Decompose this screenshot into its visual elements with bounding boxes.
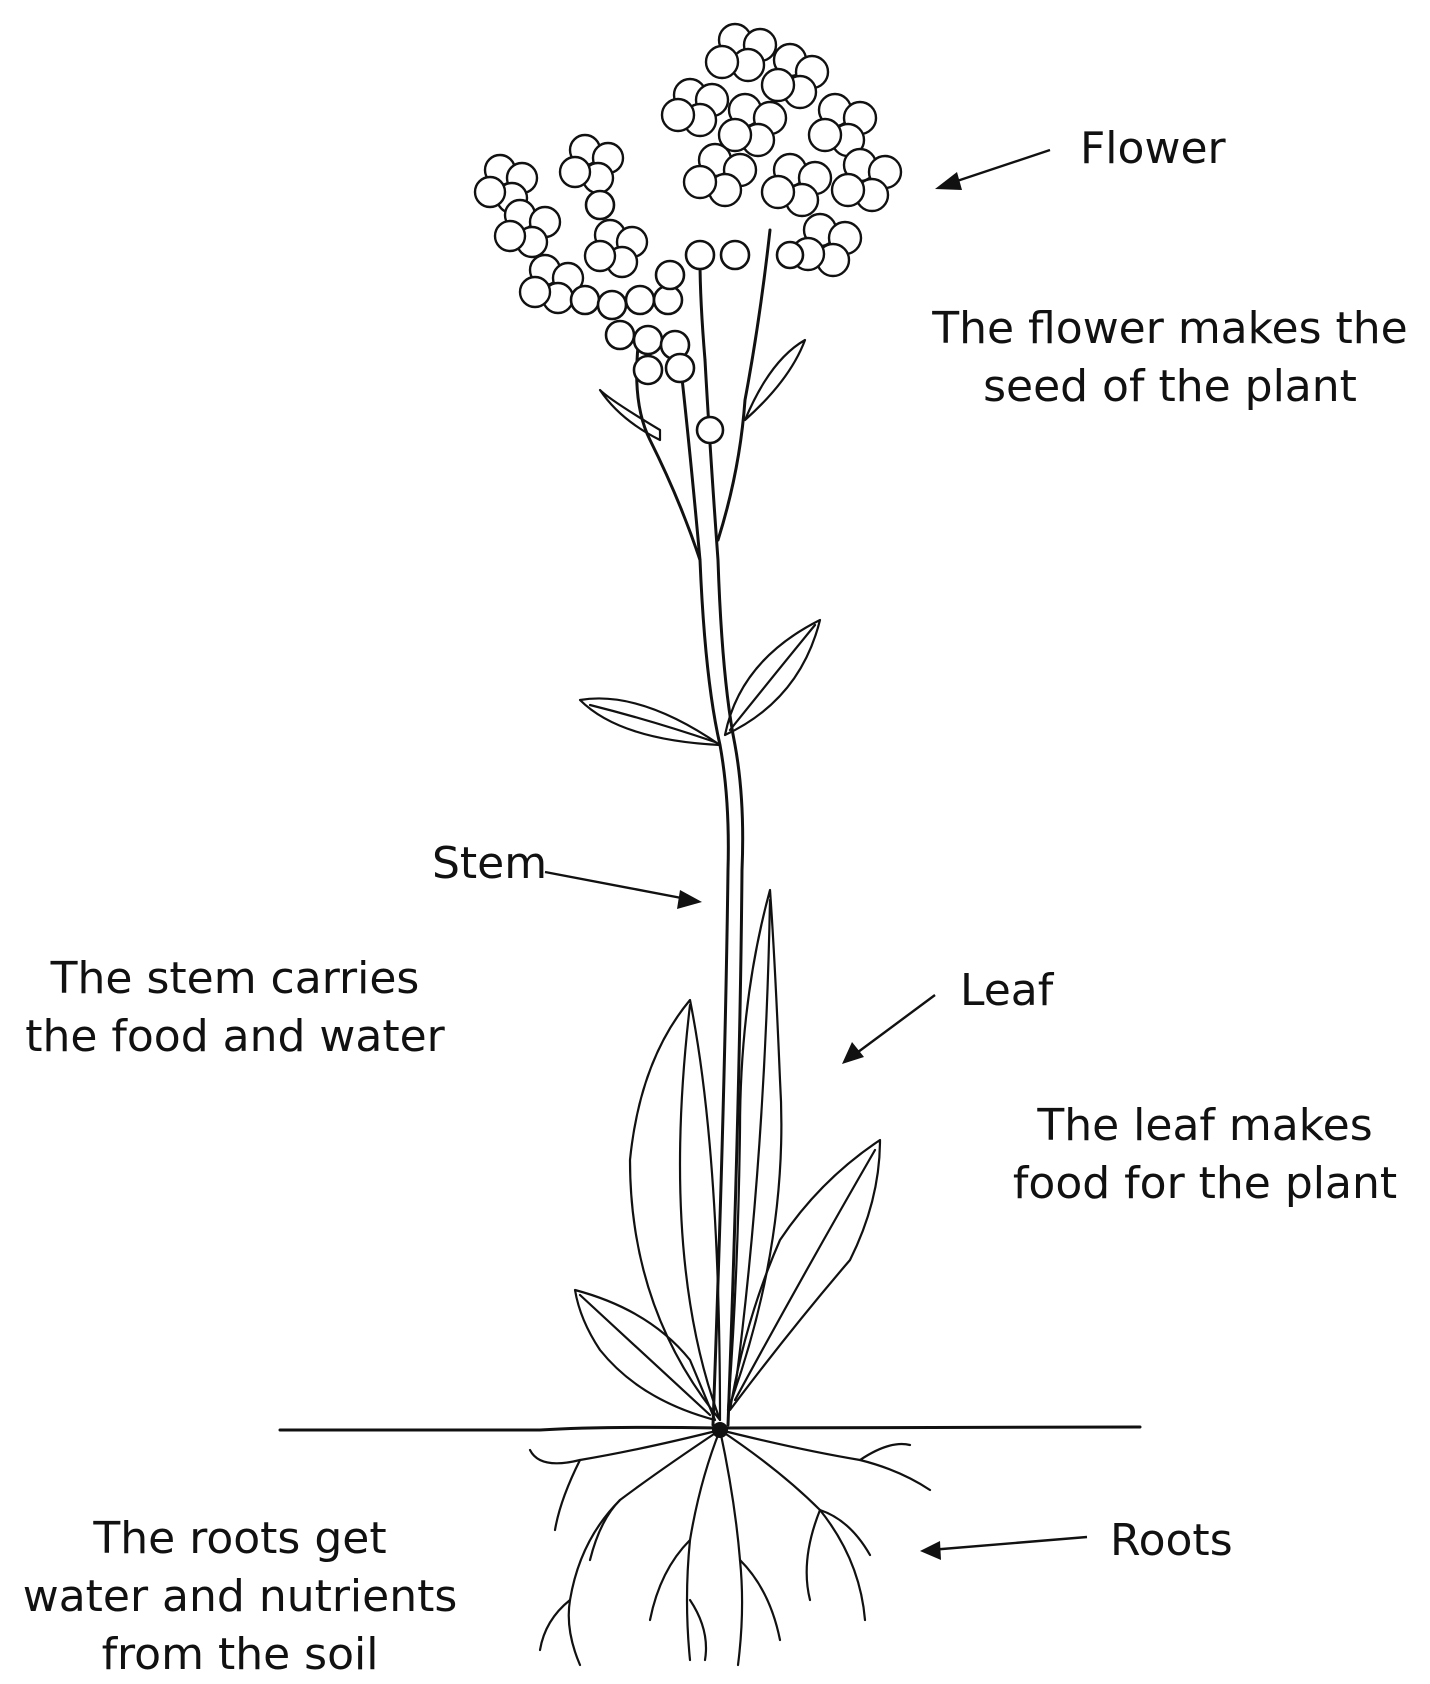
roots-description: The roots get water and nutrients from t… [0,1510,480,1684]
leaf-label: Leaf [960,962,1053,1020]
leaf-arrow [842,995,935,1064]
roots-description-line-2: water and nutrients [0,1568,480,1626]
flower-description-line-2: seed of the plant [920,358,1420,416]
roots-label: Roots [1110,1512,1233,1570]
flower-description: The flower makes the seed of the plant [920,300,1420,416]
flower-label: Flower [1080,120,1226,178]
roots-description-line-3: from the soil [0,1626,480,1684]
stem-description-line-1: The stem carries [0,950,470,1008]
stem-description: The stem carries the food and water [0,950,470,1066]
leaf-description: The leaf makes food for the plant [990,1097,1420,1213]
leaf-description-line-2: food for the plant [990,1155,1420,1213]
roots [530,1422,930,1665]
flower-cluster [475,24,901,443]
roots-description-line-1: The roots get [0,1510,480,1568]
stem-description-line-2: the food and water [0,1008,470,1066]
stem-arrow [545,872,702,909]
flower-description-line-1: The flower makes the [920,300,1420,358]
ground-line [280,1427,1140,1430]
stem-label: Stem [432,835,547,893]
flower-arrow [935,150,1050,190]
upper-leaves [580,340,820,745]
roots-arrow [920,1537,1087,1560]
leaf-description-line-1: The leaf makes [990,1097,1420,1155]
